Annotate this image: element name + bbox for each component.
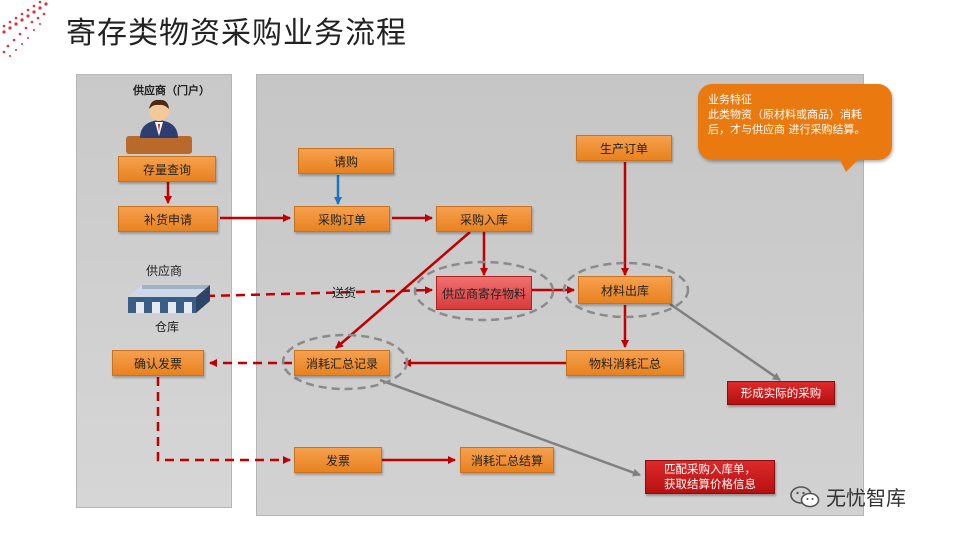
callout-line2: 此类物资（原材料或商品）消耗	[708, 108, 862, 121]
delivery-label: 送货	[332, 286, 357, 300]
purchase-order-box[interactable]: 采购订单	[294, 206, 390, 232]
callout-line3: 后，才与供应商 进行采购结算。	[708, 123, 866, 136]
arrow-delivery-dashed	[205, 286, 433, 298]
consignment-material-box[interactable]: 供应商寄存物料	[436, 276, 532, 310]
material-consumption-box[interactable]: 物料消耗汇总	[566, 350, 684, 376]
supplier-portal-label: 供应商（门户）	[133, 84, 210, 97]
page-title: 寄存类物资采购业务流程	[66, 16, 407, 51]
match-inbound-line2: 获取结算价格信息	[664, 477, 756, 491]
stock-query-box[interactable]: 存量查询	[118, 156, 216, 182]
watermark-text: 无忧智库	[826, 486, 906, 510]
arrow-confirm-to-invoice-dashed	[156, 377, 291, 464]
actual-purchase-box[interactable]: 形成实际的采购	[727, 381, 835, 405]
highlight-ellipse-consignment	[413, 260, 555, 322]
invoice-box[interactable]: 发票	[294, 447, 382, 473]
highlight-ellipse-outbound	[562, 261, 690, 319]
highlight-ellipse-record	[281, 333, 409, 391]
replenish-request-box[interactable]: 补货申请	[118, 206, 218, 232]
callout-title: 业务特征	[708, 93, 752, 106]
purchase-inbound-box[interactable]: 采购入库	[436, 206, 532, 232]
production-order-box[interactable]: 生产订单	[576, 135, 672, 161]
supplier-person-icon	[126, 99, 192, 154]
purchase-request-box[interactable]: 请购	[298, 148, 394, 174]
consumption-settlement-box[interactable]: 消耗汇总结算	[460, 447, 554, 473]
consumption-record-box[interactable]: 消耗汇总记录	[294, 350, 390, 376]
material-outbound-box[interactable]: 材料出库	[578, 276, 672, 304]
arrow-outbound-to-actual	[669, 302, 781, 382]
match-inbound-box[interactable]: 匹配采购入库单， 获取结算价格信息	[645, 460, 775, 494]
watermark: 无忧智库	[790, 482, 906, 511]
warehouse-label: 仓库	[155, 320, 180, 334]
business-feature-callout: 业务特征 此类物资（原材料或商品）消耗 后，才与供应商 进行采购结算。	[698, 84, 892, 160]
wechat-icon	[790, 485, 820, 507]
match-inbound-line1: 匹配采购入库单，	[664, 462, 756, 476]
supplier-label: 供应商	[146, 264, 183, 278]
arrow-record-to-match	[379, 378, 641, 477]
warehouse-icon	[128, 285, 210, 313]
callout-tail	[838, 156, 862, 172]
corner-dots-decoration	[2, 0, 48, 57]
confirm-invoice-box[interactable]: 确认发票	[112, 350, 204, 376]
